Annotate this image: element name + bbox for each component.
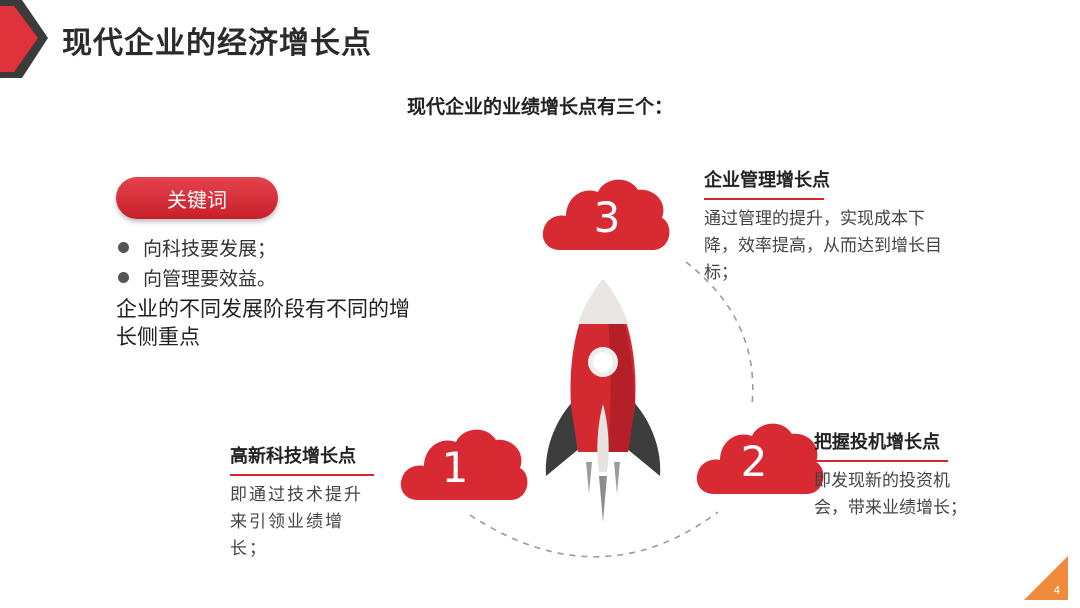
header-ribbon-icon xyxy=(0,0,48,78)
cloud-icon: 2 xyxy=(696,423,824,494)
bullet-dot-icon xyxy=(118,271,129,283)
growth-point-1: 高新科技增长点 即通过技术提升来引领业绩增长； xyxy=(230,442,380,563)
cloud-icon: 1 xyxy=(400,429,528,500)
keyword-bullet-list: 向科技要发展； 向管理要效益。 xyxy=(118,232,276,292)
growth-point-text: 即通过技术提升来引领业绩增长； xyxy=(230,485,363,559)
cloud-number: 1 xyxy=(442,443,469,492)
bullet-text: 向管理要效益。 xyxy=(143,267,277,290)
growth-point-title: 企业管理增长点 xyxy=(704,170,830,191)
title-underline xyxy=(230,474,374,476)
bullet-item: 向管理要效益。 xyxy=(118,262,276,292)
cloud-number: 2 xyxy=(741,437,768,486)
rocket-icon xyxy=(545,280,661,522)
growth-point-3: 企业管理增长点 通过管理的提升，实现成本下降，效率提高，从而达到增长目标； xyxy=(704,166,954,287)
cloud-number: 3 xyxy=(594,193,621,242)
bullet-dot-icon xyxy=(118,241,129,253)
growth-point-text: 即发现新的投资机会，带来业绩增长； xyxy=(814,471,967,518)
growth-point-title: 高新科技增长点 xyxy=(230,446,356,467)
page-title: 现代企业的经济增长点 xyxy=(62,26,372,61)
growth-point-title: 把握投机增长点 xyxy=(814,432,940,453)
bullet-text: 向科技要发展； xyxy=(143,237,277,260)
growth-point-text: 通过管理的提升，实现成本下降，效率提高，从而达到增长目标； xyxy=(704,209,942,283)
bullet-item: 向科技要发展； xyxy=(118,232,276,262)
cloud-icon: 3 xyxy=(542,179,670,250)
page-number: 4 xyxy=(1054,584,1061,597)
title-underline xyxy=(704,198,824,200)
page-subtitle: 现代企业的业绩增长点有三个： xyxy=(406,96,673,118)
title-underline xyxy=(814,460,948,462)
keyword-badge: 关键词 xyxy=(116,177,278,219)
keyword-note: 企业的不同发展阶段有不同的增长侧重点 xyxy=(116,297,410,349)
page-number-corner: 4 xyxy=(1024,556,1068,600)
growth-point-2: 把握投机增长点 即发现新的投资机会，带来业绩增长； xyxy=(814,428,984,522)
